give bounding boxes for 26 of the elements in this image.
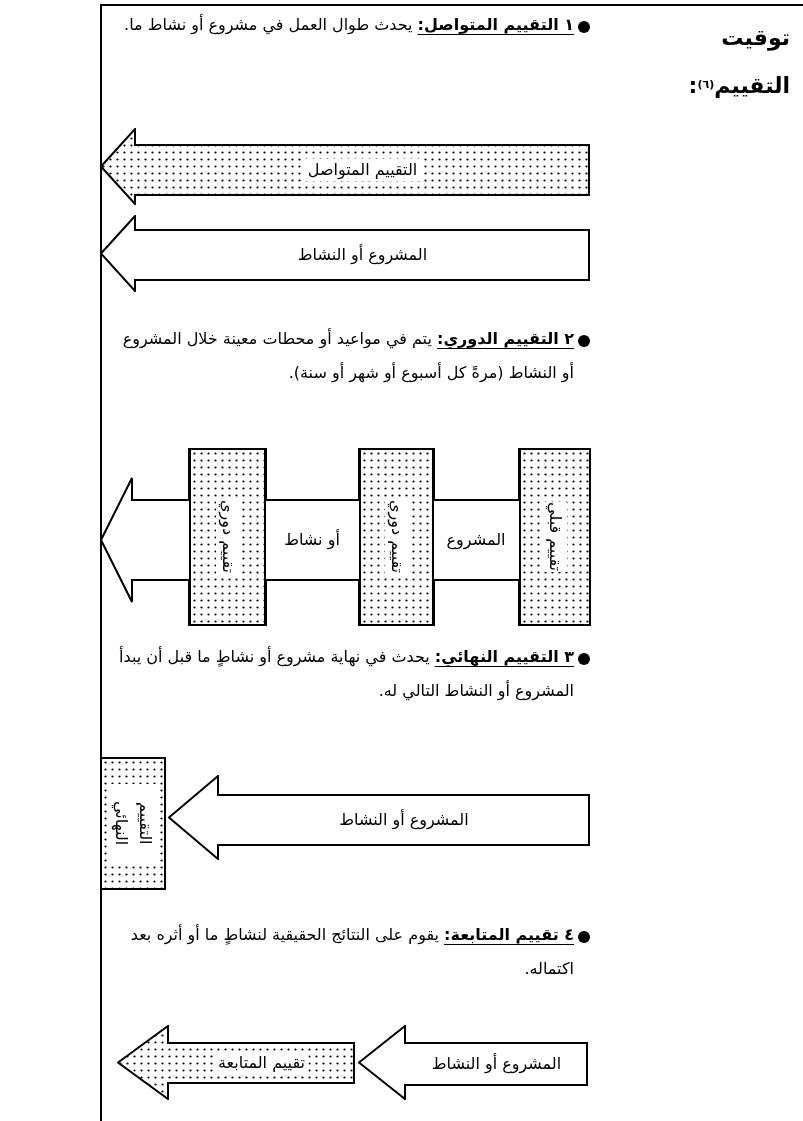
vertical-label: تقييم دوري (215, 500, 240, 574)
arrow-label: المشروع أو النشاط (430, 1053, 563, 1075)
dotted-bar (359, 448, 434, 626)
arrow-label: التقييم المتواصل (303, 159, 422, 181)
arrow-label: المشروع أو النشاط (296, 244, 429, 266)
description-paragraph: ٤ تقييم المتابعة: يقوم على النتائج الحقيقية لنشاطٍ ما أو أثره بعد اكتماله. (129, 923, 574, 980)
dotted-bar (519, 448, 591, 626)
arrow-label: المشروع (445, 529, 507, 551)
block-arrow (358, 1025, 588, 1100)
dotted-bar (189, 448, 266, 626)
vertical-label: تقييم قبلي (543, 502, 567, 572)
description-paragraph: ٣ التقييم النهائي: يحدث في نهاية مشروع أو نشاطٍ ما قبل أن يبدأ المشروع أو النشاط التالي له. (118, 645, 574, 703)
arrow-label: أو نشاط (283, 529, 341, 551)
dotted-block-arrow (100, 128, 590, 205)
title: توقيت التقييم$^{(٦)}$: (687, 24, 790, 100)
block-arrow (100, 215, 590, 292)
description-paragraph: ٢ التقييم الدوري: يتم في مواعيد أو محطات معينة خلال المشروع أو النشاط (مرةً كل أسبوع أو شهر أو سنة). (121, 327, 574, 385)
block-arrow (168, 775, 590, 860)
arrow-label: تقييم المتابعة (214, 1052, 309, 1074)
vertical-label: التقييم النهائي (109, 783, 157, 864)
description-paragraph: ١ التقييم المتواصل: يحدث طوال العمل في مشروع أو نشاط ما. (123, 13, 574, 37)
dotted-bar (100, 757, 166, 890)
dotted-block-arrow (117, 1025, 355, 1100)
arrow-label: المشروع أو النشاط (338, 809, 470, 831)
vertical-label: تقييم دوري (384, 500, 409, 574)
block-arrow (100, 448, 591, 626)
